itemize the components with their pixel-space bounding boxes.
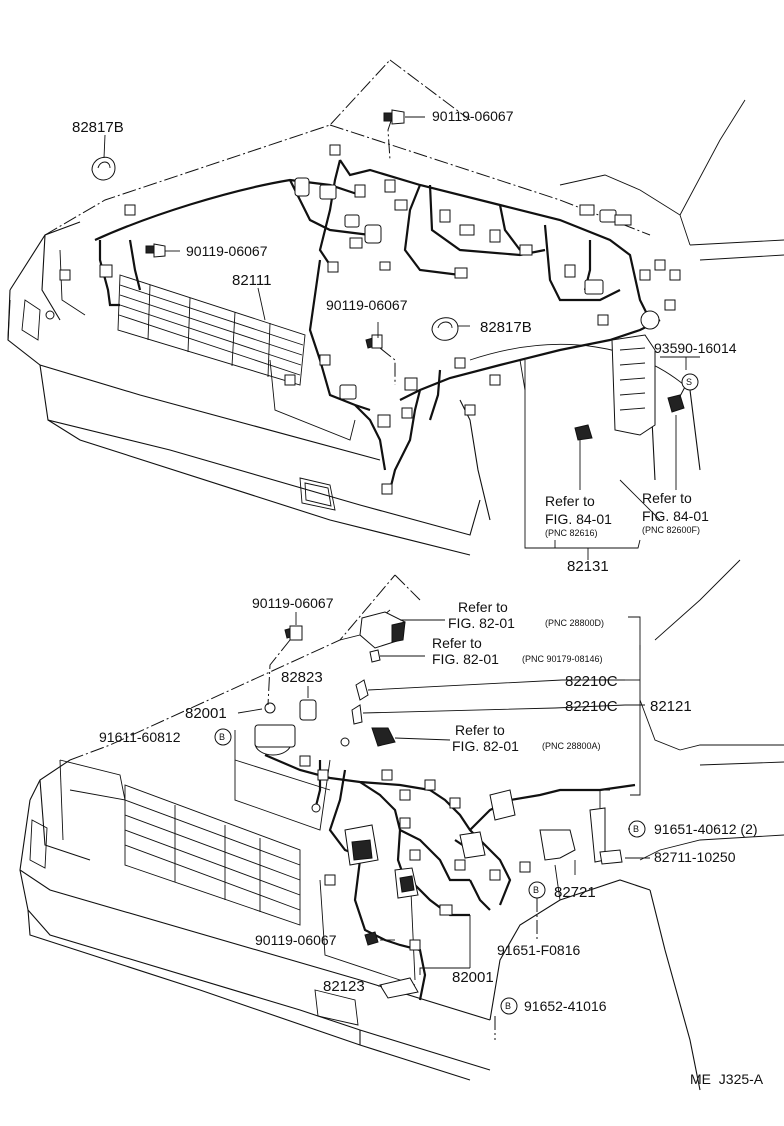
part-82123-shape xyxy=(379,977,419,999)
top-bolt-90119-mid xyxy=(365,334,383,349)
label-82711: 82711-10250 xyxy=(654,849,736,865)
top-connectors xyxy=(45,144,681,495)
ref-28800A-shape xyxy=(371,727,396,747)
part-82210C-a-shape xyxy=(355,679,369,701)
label-82121: 82121 xyxy=(650,698,692,715)
badge-b-91651-40612: B xyxy=(633,824,639,834)
relay-right xyxy=(667,394,685,413)
label-91652: 91652-41016 xyxy=(524,998,607,1014)
badge-b-91611: B xyxy=(219,732,225,742)
top-bolt-90119-top xyxy=(383,109,405,125)
top-clamp-82817B-left xyxy=(91,156,116,181)
label-82123: 82123 xyxy=(323,978,365,995)
ref-2-line2: FIG. 82-01 xyxy=(432,651,499,667)
ref-2-pnc: (PNC 90179-08146) xyxy=(522,654,603,664)
badges xyxy=(214,373,699,1015)
label-82210C-a: 82210C xyxy=(565,673,618,690)
top-clamp-82817B-mid xyxy=(431,317,459,341)
label-82817B-mid: 82817B xyxy=(480,319,532,336)
label-91651-40612: 91651-40612 (2) xyxy=(654,821,758,837)
bottom-grille xyxy=(124,784,301,926)
top-wire-harness xyxy=(94,159,661,491)
label-90119-top: 90119-06067 xyxy=(432,108,514,124)
bracket-82721 xyxy=(539,829,576,861)
label-90119-bottom-low: 90119-06067 xyxy=(255,932,337,948)
badge-b-91652: B xyxy=(505,1001,511,1011)
badge-b-91651-F0816: B xyxy=(533,885,539,895)
label-82823: 82823 xyxy=(281,669,323,686)
badge-s-circle xyxy=(681,373,699,391)
ref-left-line2: FIG. 84-01 xyxy=(545,511,612,527)
top-leader-lines xyxy=(103,116,700,560)
ref-3-pnc: (PNC 28800A) xyxy=(542,741,601,751)
ref-left-line1: Refer to xyxy=(545,493,595,509)
ref-90179-shape xyxy=(369,649,381,663)
ref-3-line2: FIG. 82-01 xyxy=(452,738,519,754)
label-82817B-left: 82817B xyxy=(72,119,124,136)
label-82131: 82131 xyxy=(567,558,609,575)
ref-right-line1: Refer to xyxy=(642,490,692,506)
badge-b-circle-91611 xyxy=(214,728,232,746)
bottom-bolt-90119-top xyxy=(284,625,303,641)
top-grille xyxy=(117,274,306,386)
label-90119-mid: 90119-06067 xyxy=(326,297,408,313)
bottom-wire-harness xyxy=(264,753,636,1001)
ref-3-line1: Refer to xyxy=(455,722,505,738)
part-82001-grommet xyxy=(264,702,276,714)
bottom-components xyxy=(254,611,623,999)
label-90119-bottom-top: 90119-06067 xyxy=(252,595,334,611)
relay-left xyxy=(574,424,593,441)
ref-right-line2: FIG. 84-01 xyxy=(642,508,709,524)
relay-block xyxy=(574,334,685,441)
label-82210C-b: 82210C xyxy=(565,698,618,715)
part-82823-shape xyxy=(299,699,317,721)
badge-b-circle-91652 xyxy=(500,997,518,1015)
label-91651-F0816: 91651-F0816 xyxy=(497,942,581,958)
ref-2-line1: Refer to xyxy=(432,635,482,651)
ref-1-pnc: (PNC 28800D) xyxy=(545,618,604,628)
ref-left-pnc: (PNC 82616) xyxy=(545,528,598,538)
bottom-leader-lines xyxy=(237,612,650,1040)
label-82001-top: 82001 xyxy=(185,705,227,722)
label-93590: 93590-16014 xyxy=(654,340,737,356)
ref-right-pnc: (PNC 82600F) xyxy=(642,525,700,535)
label-90119-left: 90119-06067 xyxy=(186,243,268,259)
ref-1-line1: Refer to xyxy=(458,599,508,615)
label-82111: 82111 xyxy=(232,272,272,289)
badge-s: S xyxy=(686,377,692,387)
ref-1-line2: FIG. 82-01 xyxy=(448,615,515,631)
part-82210C-b-shape xyxy=(351,704,363,725)
label-91611: 91611-60812 xyxy=(99,729,181,745)
label-82721: 82721 xyxy=(554,884,596,901)
figure-code: ME J325-A xyxy=(690,1071,764,1087)
bottom-car-body xyxy=(19,559,784,1091)
label-82001-low: 82001 xyxy=(452,969,494,986)
top-bolt-90119-left xyxy=(145,243,166,258)
